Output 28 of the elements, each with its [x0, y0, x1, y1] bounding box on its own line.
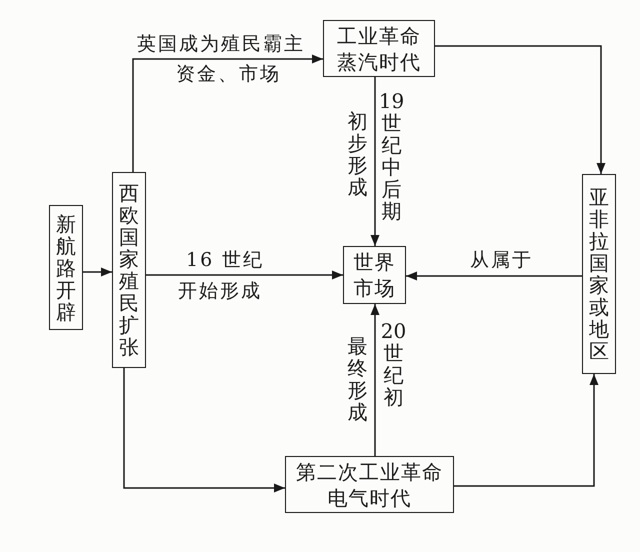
arrow	[454, 374, 598, 487]
edge-label: 英国成为殖民霸主	[137, 33, 305, 56]
edge-note: 开始形成	[178, 280, 262, 303]
arrow	[435, 45, 606, 174]
process-box	[112, 172, 146, 368]
process-box	[582, 174, 616, 374]
arrow	[406, 272, 582, 280]
node-label: 蒸汽时代	[337, 48, 421, 74]
arrow	[83, 268, 112, 276]
process-box	[285, 456, 454, 513]
node-label: 电气时代	[328, 484, 412, 510]
arrow	[123, 368, 285, 492]
node-label: 西欧国家殖民扩张	[119, 182, 139, 358]
edge-note: 资金、市场	[176, 63, 281, 86]
process-box	[49, 205, 83, 330]
arrow	[370, 77, 380, 246]
node-label: 新航路开辟	[56, 212, 76, 322]
process-box	[343, 246, 406, 304]
arrow	[132, 54, 323, 172]
arrow	[146, 270, 343, 280]
edge-label: 19 世纪中后期	[378, 90, 405, 222]
node-label: 世界市场	[352, 249, 396, 301]
node-label: 工业革命	[337, 22, 421, 48]
node-label: 亚非拉国家或地区	[589, 186, 609, 362]
edge-label: 20 世纪初	[380, 320, 407, 408]
node-label: 第二次工业革命	[296, 458, 443, 484]
arrow	[370, 304, 380, 456]
process-box	[323, 20, 435, 77]
